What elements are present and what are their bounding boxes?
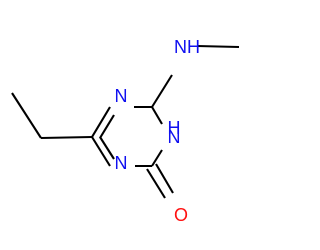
bond-c6-n1 [91, 106, 111, 138]
atom-label-n-lower: N [115, 153, 128, 173]
bond-n4-c5 [151, 149, 163, 167]
molecule-structure: N NH H N N O [11, 37, 240, 225]
bond-ethyl-ch2 [40, 135, 93, 140]
bond-c2-n3 [151, 106, 163, 125]
bond-n5-c6 [91, 136, 111, 167]
bond-ethyl-ch3 [11, 92, 42, 139]
bond-nh-ch3 [196, 44, 240, 49]
atom-label-nh-amine: NH [174, 37, 200, 57]
bond-carbonyl-1 [146, 168, 166, 199]
bond-c6-n1-inner [99, 114, 115, 139]
atom-label-n-ring: N [168, 127, 181, 147]
atom-label-n-upper: N [115, 86, 128, 106]
bond-carbonyl-2 [155, 163, 174, 194]
atom-label-o: O [174, 205, 188, 225]
bond-c2-nh [151, 74, 173, 108]
atom-label-h-ring: H [168, 118, 181, 138]
bond-n5-c6-inner [99, 136, 115, 160]
